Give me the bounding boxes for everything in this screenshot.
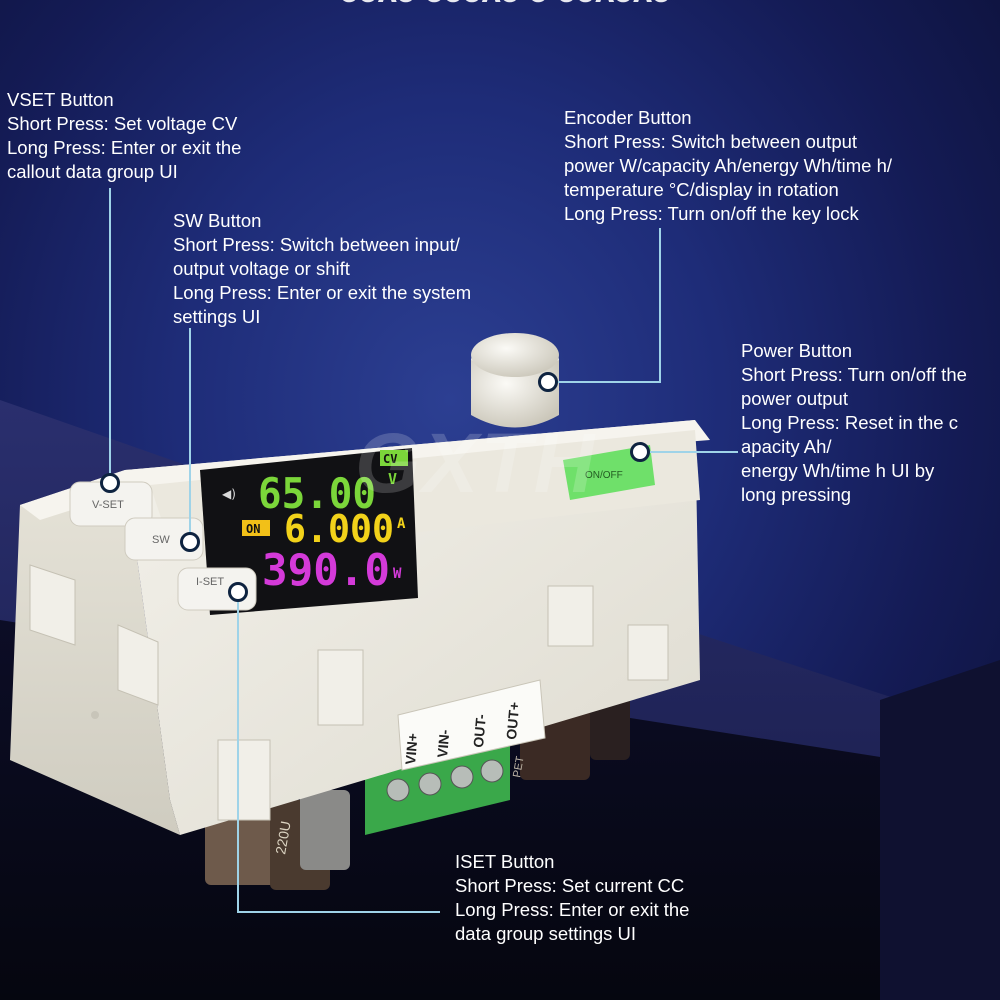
- capacitor: [205, 815, 285, 885]
- iset-callout: ISET Button Short Press: Set current CC …: [455, 850, 689, 946]
- iset-callout-title: ISET Button: [455, 851, 555, 872]
- mounting-clip: [217, 739, 271, 821]
- encoder-callout-line: Short Press: Switch between output: [564, 131, 858, 152]
- terminal-screw: [480, 759, 504, 783]
- iset-callout-line: data group settings UI: [455, 923, 636, 944]
- encoder-knob[interactable]: [471, 360, 559, 428]
- encoder-callout-title: Encoder Button: [564, 107, 692, 128]
- power-callout-line: power output: [741, 388, 848, 409]
- power-callout-title: Power Button: [741, 340, 853, 361]
- encoder-callout-line: Long Press: Turn on/off the key lock: [564, 203, 859, 224]
- terminal-label-plate: [397, 679, 546, 771]
- iset-callout-line: Long Press: Enter or exit the: [455, 899, 690, 920]
- encoder-callout-marker: [538, 372, 558, 392]
- cut-off-title: ɔɔʌɔ ɔɔɔʌɔ ɔ ɔɔʌɔʌɔ: [340, 0, 671, 11]
- sw-callout-title: SW Button: [173, 210, 262, 231]
- case-left-side: [10, 470, 180, 835]
- encoder-leader-line: [550, 228, 661, 383]
- lcd-power-unit: W: [393, 566, 402, 582]
- capacitor-label-2: PET: [511, 755, 527, 778]
- iset-callout-line: Short Press: Set current CC: [455, 875, 685, 896]
- encoder-callout-line: temperature °C/display in rotation: [564, 179, 839, 200]
- sw-callout-line: Short Press: Switch between input/: [173, 234, 460, 255]
- capacitor: [300, 790, 350, 870]
- case-top-edge: [20, 420, 710, 520]
- terminal-out-plus: OUT+: [503, 701, 522, 740]
- terminal-screw: [386, 778, 410, 802]
- terminal-screw: [450, 765, 474, 789]
- vset-callout-title: VSET Button: [7, 89, 114, 110]
- power-callout-line: apacity Ah/: [741, 436, 832, 457]
- lcd-power: 390.0: [262, 545, 390, 596]
- screw-hole: [91, 711, 99, 719]
- lcd-mode: CV: [383, 452, 397, 466]
- sw-callout-marker: [180, 532, 200, 552]
- vset-callout: VSET Button Short Press: Set voltage CV …: [7, 88, 241, 184]
- power-callout-line: Long Press: Reset in the c: [741, 412, 958, 433]
- lcd-voltage-unit: V: [388, 470, 397, 488]
- mounting-clip: [627, 624, 669, 681]
- terminal-screw: [418, 772, 442, 796]
- sw-callout-line: Long Press: Enter or exit the system: [173, 282, 472, 303]
- terminal-out-minus: OUT-: [470, 713, 489, 748]
- mounting-clip: [547, 585, 594, 647]
- terminal-vin-plus: VIN+: [402, 732, 421, 765]
- encoder-callout-line: power W/capacity Ah/energy Wh/time h/: [564, 155, 892, 176]
- brand-watermark: GXTH: [355, 416, 597, 510]
- power-callout-line: long pressing: [741, 484, 852, 505]
- sw-button-label: SW: [152, 534, 170, 546]
- cv-badge: [380, 450, 408, 466]
- vset-callout-line: Long Press: Enter or exit the: [7, 137, 242, 158]
- vset-callout-line: Short Press: Set voltage CV: [7, 113, 238, 134]
- lcd-speaker-icon: ◀): [222, 487, 236, 501]
- mounting-clip: [29, 564, 76, 646]
- power-callout-line: energy Wh/time h UI by: [741, 460, 935, 481]
- lcd-current-unit: A: [397, 516, 406, 532]
- encoder-knob-cap: [471, 333, 559, 377]
- power-callout-marker: [630, 442, 650, 462]
- lcd-voltage: 65.00: [258, 469, 376, 518]
- table-side: [880, 660, 1000, 1000]
- power-button-label: ON/OFF: [585, 470, 623, 481]
- mounting-clip: [317, 649, 364, 726]
- terminal-vin-minus: VIN-: [434, 729, 452, 759]
- encoder-callout: Encoder Button Short Press: Switch betwe…: [564, 106, 892, 226]
- power-callout-line: Short Press: Turn on/off the: [741, 364, 967, 385]
- sw-callout-line: settings UI: [173, 306, 261, 327]
- sw-callout-line: output voltage or shift: [173, 258, 350, 279]
- iset-leader-line: [237, 592, 440, 913]
- iset-button-label: I-SET: [196, 576, 224, 588]
- lcd-current: 6.000: [284, 507, 394, 551]
- sw-callout: SW Button Short Press: Switch between in…: [173, 209, 471, 329]
- capacitor-label: 220U: [272, 820, 294, 856]
- vset-callout-marker: [100, 473, 120, 493]
- power-callout: Power Button Short Press: Turn on/off th…: [741, 339, 967, 507]
- lcd-status: ON: [246, 522, 260, 536]
- vset-button-label: V-SET: [92, 499, 124, 511]
- mounting-clip: [117, 624, 159, 706]
- iset-callout-marker: [228, 582, 248, 602]
- on-badge: [242, 520, 270, 536]
- vset-callout-line: callout data group UI: [7, 161, 178, 182]
